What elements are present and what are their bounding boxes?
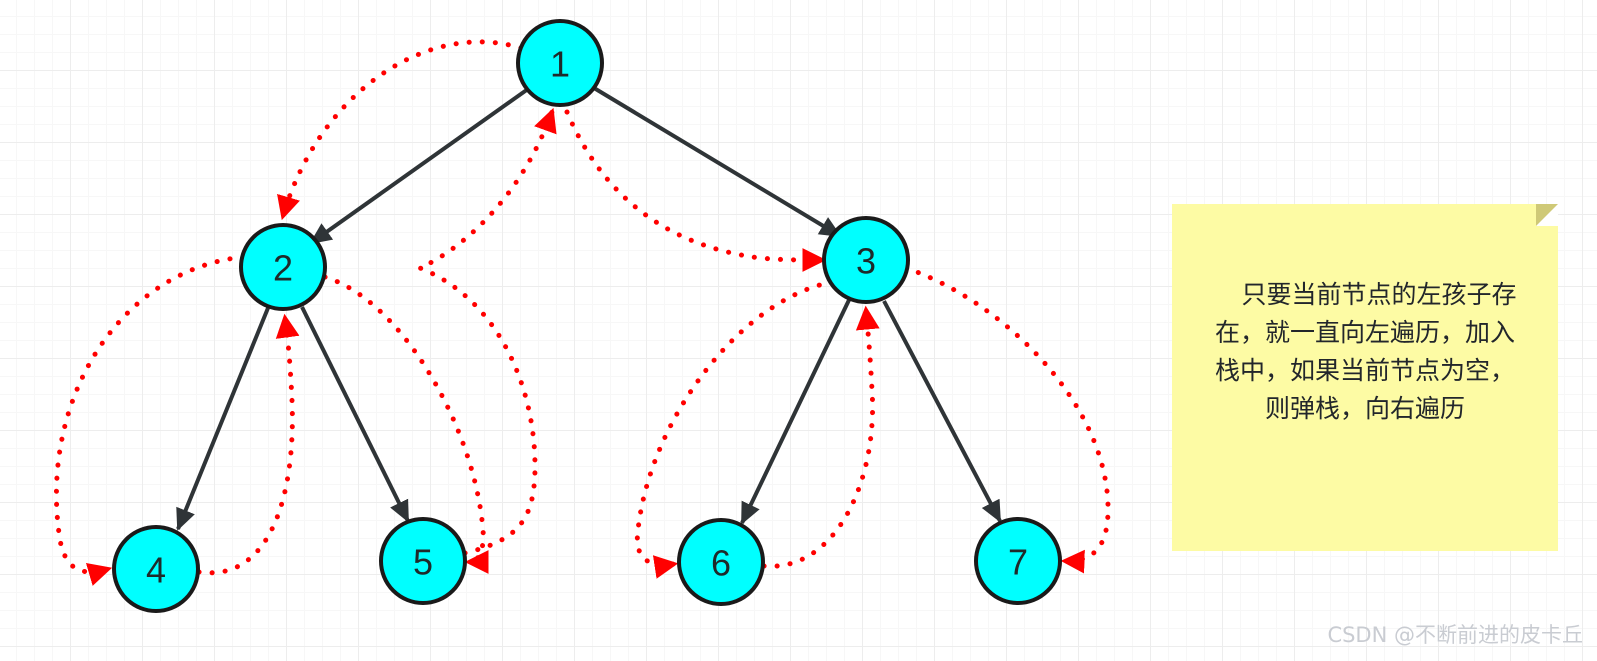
traversal-edge-2-to-5 <box>322 274 489 574</box>
tree-edge-2-4 <box>176 307 270 531</box>
traversal-edge-4-to-2 <box>196 313 300 576</box>
tree-node-4[interactable]: 4 <box>112 525 200 613</box>
tree-edge-2-5 <box>300 306 410 523</box>
node-7-circle[interactable] <box>974 517 1062 605</box>
node-3-circle[interactable] <box>822 216 910 304</box>
tree-edge-3-6 <box>740 299 851 525</box>
note-line-1: 只要当前节点的左孩子存 <box>1241 280 1517 309</box>
node-5-label: 5 <box>413 542 433 583</box>
tree-node-5[interactable]: 5 <box>379 517 467 605</box>
node-group: 1 2 3 4 5 6 7 <box>112 19 1062 613</box>
traversal-edge-1-to-3 <box>564 109 827 272</box>
node-5-circle[interactable] <box>379 517 467 605</box>
node-1-label: 1 <box>550 44 570 85</box>
traversal-edge-1-to-2 <box>277 39 524 221</box>
node-6-circle[interactable] <box>677 518 765 606</box>
note-line-3: 栈中，如果当前节点为空， <box>1214 356 1515 385</box>
node-1-circle[interactable] <box>516 19 604 107</box>
node-2-label: 2 <box>273 248 293 289</box>
node-7-label: 7 <box>1008 542 1028 583</box>
tree-edge-1-2 <box>309 87 530 245</box>
tree-node-2[interactable]: 2 <box>239 223 327 311</box>
traversal-edge-5-to-1 <box>413 107 557 556</box>
tree-edge-1-3 <box>592 86 842 238</box>
node-3-label: 3 <box>856 241 876 282</box>
note-fold-corner <box>1536 204 1558 226</box>
traversal-edge-3-to-6 <box>634 279 835 579</box>
traversal-path-group <box>53 39 1111 586</box>
tree-edge-group <box>176 86 1002 531</box>
traversal-edge-3-to-7 <box>903 265 1111 574</box>
node-4-circle[interactable] <box>112 525 200 613</box>
csdn-watermark: CSDN @不断前进的皮卡丘 <box>1327 623 1583 647</box>
tree-node-6[interactable]: 6 <box>677 518 765 606</box>
note-line-2: 在，就一直向左遍历，加入 <box>1214 318 1515 347</box>
node-4-label: 4 <box>146 550 166 591</box>
annotation-note: 只要当前节点的左孩子存 在，就一直向左遍历，加入 栈中，如果当前节点为空， 则弹… <box>1172 204 1558 551</box>
note-line-4: 则弹栈，向右遍历 <box>1264 394 1465 423</box>
traversal-edge-2-to-4 <box>53 254 246 586</box>
tree-node-1[interactable]: 1 <box>516 19 604 107</box>
tree-node-7[interactable]: 7 <box>974 517 1062 605</box>
node-6-label: 6 <box>711 543 731 584</box>
tree-edge-3-7 <box>882 300 1002 523</box>
tree-node-3[interactable]: 3 <box>822 216 910 304</box>
note-text: 只要当前节点的左孩子存 在，就一直向左遍历，加入 栈中，如果当前节点为空， 则弹… <box>1190 276 1540 428</box>
traversal-edge-6-to-3 <box>761 305 880 569</box>
node-2-circle[interactable] <box>239 223 327 311</box>
